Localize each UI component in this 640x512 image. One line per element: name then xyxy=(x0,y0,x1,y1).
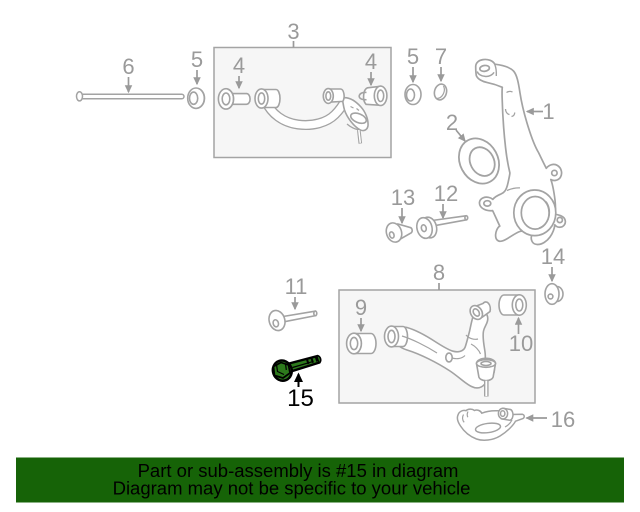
svg-text:Diagram may not be specific to: Diagram may not be specific to your vehi… xyxy=(113,478,471,499)
svg-text:4: 4 xyxy=(233,53,245,78)
svg-text:15: 15 xyxy=(287,385,314,412)
svg-text:5: 5 xyxy=(191,47,203,72)
svg-text:9: 9 xyxy=(355,295,367,320)
svg-text:4: 4 xyxy=(365,49,377,74)
svg-text:13: 13 xyxy=(391,185,415,210)
svg-text:6: 6 xyxy=(122,54,134,79)
svg-text:7: 7 xyxy=(435,44,447,69)
svg-text:5: 5 xyxy=(407,44,419,69)
svg-text:11: 11 xyxy=(285,274,308,299)
svg-text:14: 14 xyxy=(541,244,565,269)
svg-text:16: 16 xyxy=(551,407,575,432)
svg-text:8: 8 xyxy=(433,260,445,285)
svg-text:1: 1 xyxy=(542,99,554,124)
svg-text:3: 3 xyxy=(287,19,299,44)
svg-text:12: 12 xyxy=(434,181,458,206)
svg-text:10: 10 xyxy=(509,331,533,356)
svg-text:2: 2 xyxy=(446,110,458,135)
svg-text:Part or sub-assembly is #15 in: Part or sub-assembly is #15 in diagram xyxy=(138,460,459,481)
